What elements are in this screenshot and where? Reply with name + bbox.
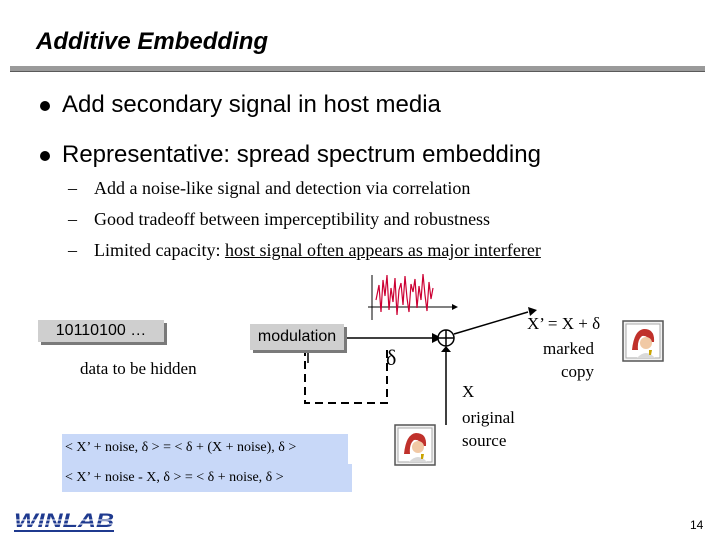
bullet-dot <box>40 151 50 161</box>
winlab-logo: WINLAB <box>14 511 114 532</box>
original-label: original source <box>462 408 515 450</box>
logo-text: WINLAB <box>14 511 114 532</box>
dash-marker: – <box>68 209 77 229</box>
bits-box: 10110100 … <box>38 320 164 342</box>
portrait-icon-original <box>394 424 436 466</box>
delta-symbol: δ <box>386 345 397 370</box>
sub-bullet-text: Add a noise-like signal and detection vi… <box>94 178 471 198</box>
formula-box-upper <box>62 434 348 464</box>
modulation-box: modulation <box>250 324 344 350</box>
correlation-formula-1: < X’ + noise, δ > = < δ + (X + noise), δ… <box>65 440 297 455</box>
bullet-dot <box>40 101 50 111</box>
dash-marker: – <box>68 178 77 198</box>
marked-label: marked copy <box>543 339 594 381</box>
page-number: 14 <box>690 518 704 532</box>
original-symbol: X <box>462 382 475 401</box>
data-label: data to be hidden <box>80 359 197 378</box>
sub-bullet-item: –Limited capacity: host signal often app… <box>68 240 541 261</box>
noise-signal-wave <box>375 273 434 316</box>
bullet-item: Add secondary signal in host media <box>62 91 441 118</box>
title-divider <box>10 66 705 72</box>
sub-bullet-text: Good tradeoff between imperceptibility a… <box>94 209 491 229</box>
sub-bullet-item: –Add a noise-like signal and detection v… <box>68 178 470 199</box>
sub-bullet-text: Limited capacity: <box>94 240 225 260</box>
sub-bullet-item: –Good tradeoff between imperceptibility … <box>68 209 490 230</box>
slide-title: Additive Embedding <box>36 28 269 55</box>
marked-formula: X’ = X + δ <box>527 314 601 333</box>
correlation-formula-2: < X’ + noise - X, δ > = < δ + noise, δ > <box>65 470 284 485</box>
sub-bullet-emphasis: host signal often appears as major inter… <box>224 240 541 260</box>
dashed-key-path <box>304 348 388 404</box>
portrait-icon-marked <box>622 320 664 362</box>
bullet-item: Representative: spread spectrum embeddin… <box>62 141 541 168</box>
dash-marker: – <box>68 240 77 260</box>
formula-box-lower <box>62 464 352 492</box>
adder-output-line <box>453 311 529 335</box>
arrowhead <box>432 333 442 343</box>
